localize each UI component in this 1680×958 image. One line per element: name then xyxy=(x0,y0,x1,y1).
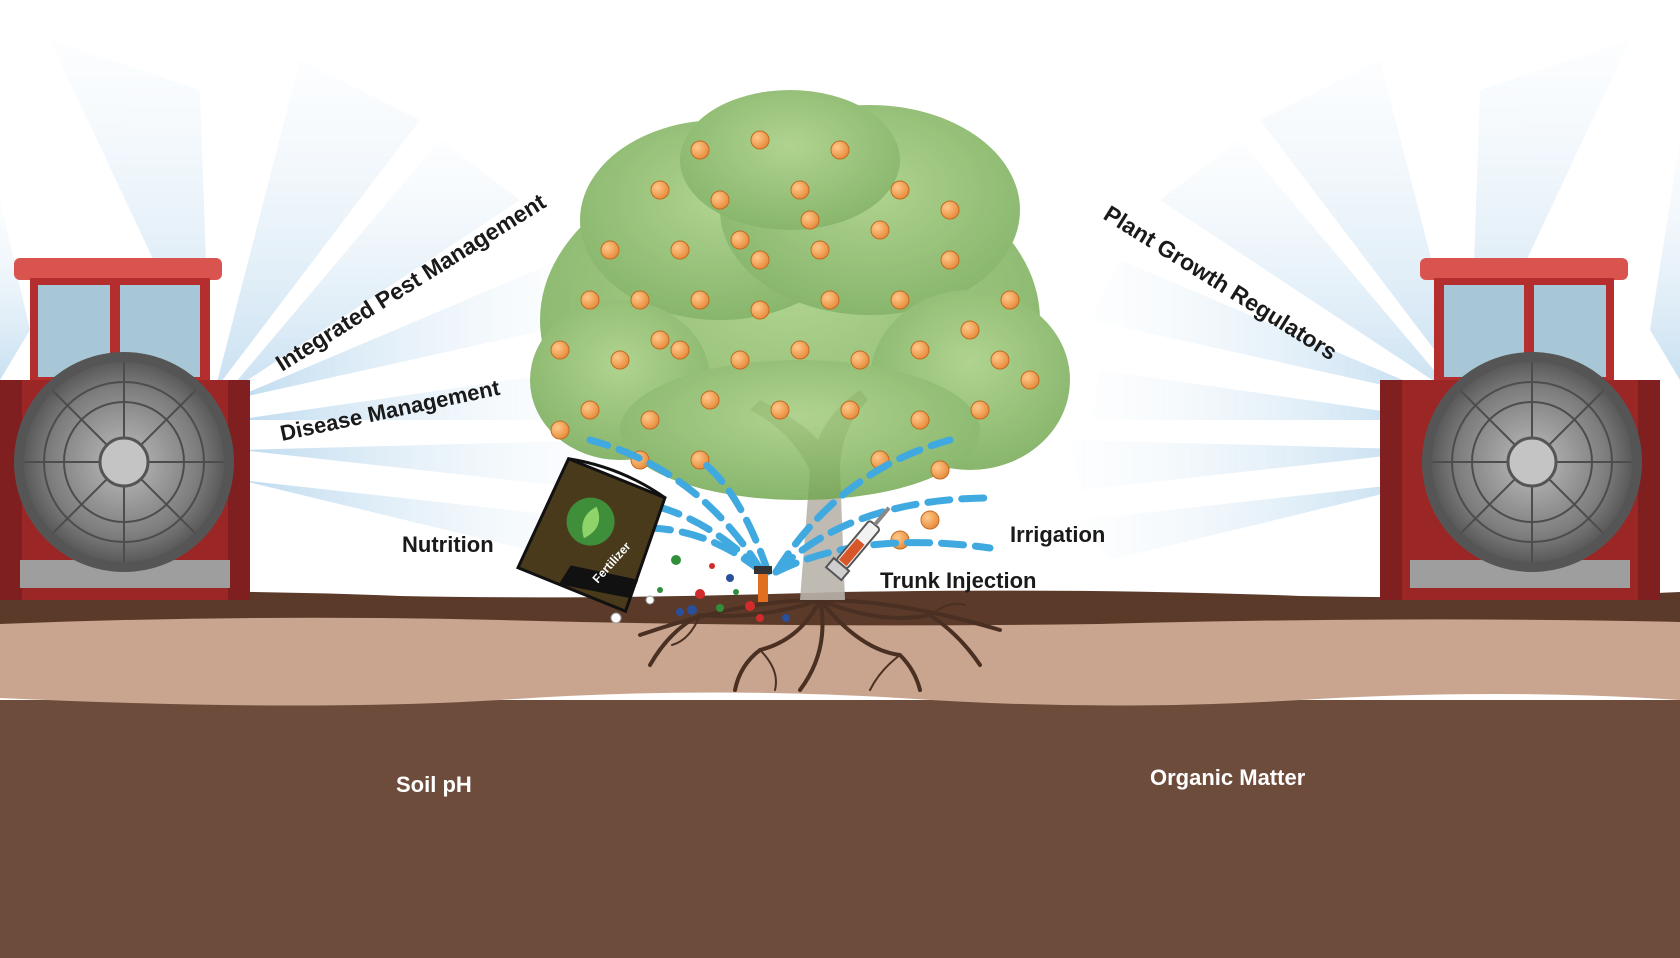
tractor-left-icon xyxy=(0,258,250,600)
fruit-icon xyxy=(820,290,840,310)
fruit-icon xyxy=(690,140,710,160)
fruit-icon xyxy=(890,290,910,310)
fruit-icon xyxy=(850,350,870,370)
fruit-icon xyxy=(1020,370,1040,390)
fruit-icon xyxy=(840,400,860,420)
fruit-icon xyxy=(730,230,750,250)
fruit-icon xyxy=(940,250,960,270)
fruit-icon xyxy=(830,140,850,160)
label-nutrition: Nutrition xyxy=(402,532,494,557)
fertilizer-pellets xyxy=(610,555,790,624)
deep-soil-layer xyxy=(0,700,1680,958)
fruit-icon xyxy=(770,400,790,420)
label-soil-ph: Soil pH xyxy=(396,772,472,797)
fruit-icon xyxy=(610,350,630,370)
fruit-icon xyxy=(800,210,820,230)
spray-mist-right xyxy=(1070,40,1680,560)
fruit-icon xyxy=(710,190,730,210)
fruit-icon xyxy=(970,400,990,420)
fruit-icon xyxy=(750,250,770,270)
fruit-cluster xyxy=(550,130,1040,550)
syringe-icon xyxy=(824,506,891,582)
fruit-icon xyxy=(600,240,620,260)
fruit-icon xyxy=(890,180,910,200)
tree-icon xyxy=(530,90,1070,600)
fruit-icon xyxy=(940,200,960,220)
roots-icon xyxy=(638,598,1002,692)
fruit-icon xyxy=(630,290,650,310)
fruit-icon xyxy=(690,290,710,310)
fruit-icon xyxy=(1000,290,1020,310)
sprinkler-icon xyxy=(754,566,772,602)
fruit-icon xyxy=(790,180,810,200)
fruit-icon xyxy=(920,510,940,530)
fruit-icon xyxy=(550,420,570,440)
fruit-icon xyxy=(990,350,1010,370)
fruit-icon xyxy=(750,130,770,150)
fruit-icon xyxy=(700,390,720,410)
fruit-icon xyxy=(640,410,660,430)
fruit-icon xyxy=(550,340,570,360)
fruit-icon xyxy=(730,350,750,370)
tractor-right-icon xyxy=(1380,258,1660,600)
soil-layers xyxy=(0,590,1680,958)
fruit-icon xyxy=(650,180,670,200)
fruit-icon xyxy=(910,340,930,360)
label-trunk-injection: Trunk Injection xyxy=(880,568,1036,593)
fruit-icon xyxy=(930,460,950,480)
fruit-icon xyxy=(580,400,600,420)
fruit-icon xyxy=(790,340,810,360)
fruit-icon xyxy=(670,340,690,360)
label-organic-matter: Organic Matter xyxy=(1150,765,1306,790)
fruit-icon xyxy=(750,300,770,320)
label-irrigation: Irrigation xyxy=(1010,522,1105,547)
fruit-icon xyxy=(870,220,890,240)
fruit-icon xyxy=(810,240,830,260)
subsoil-layer xyxy=(0,610,1680,706)
fertilizer-bag-icon: Fertilizer xyxy=(515,456,667,614)
fruit-icon xyxy=(580,290,600,310)
fruit-icon xyxy=(650,330,670,350)
fruit-icon xyxy=(910,410,930,430)
fruit-icon xyxy=(960,320,980,340)
fruit-icon xyxy=(670,240,690,260)
